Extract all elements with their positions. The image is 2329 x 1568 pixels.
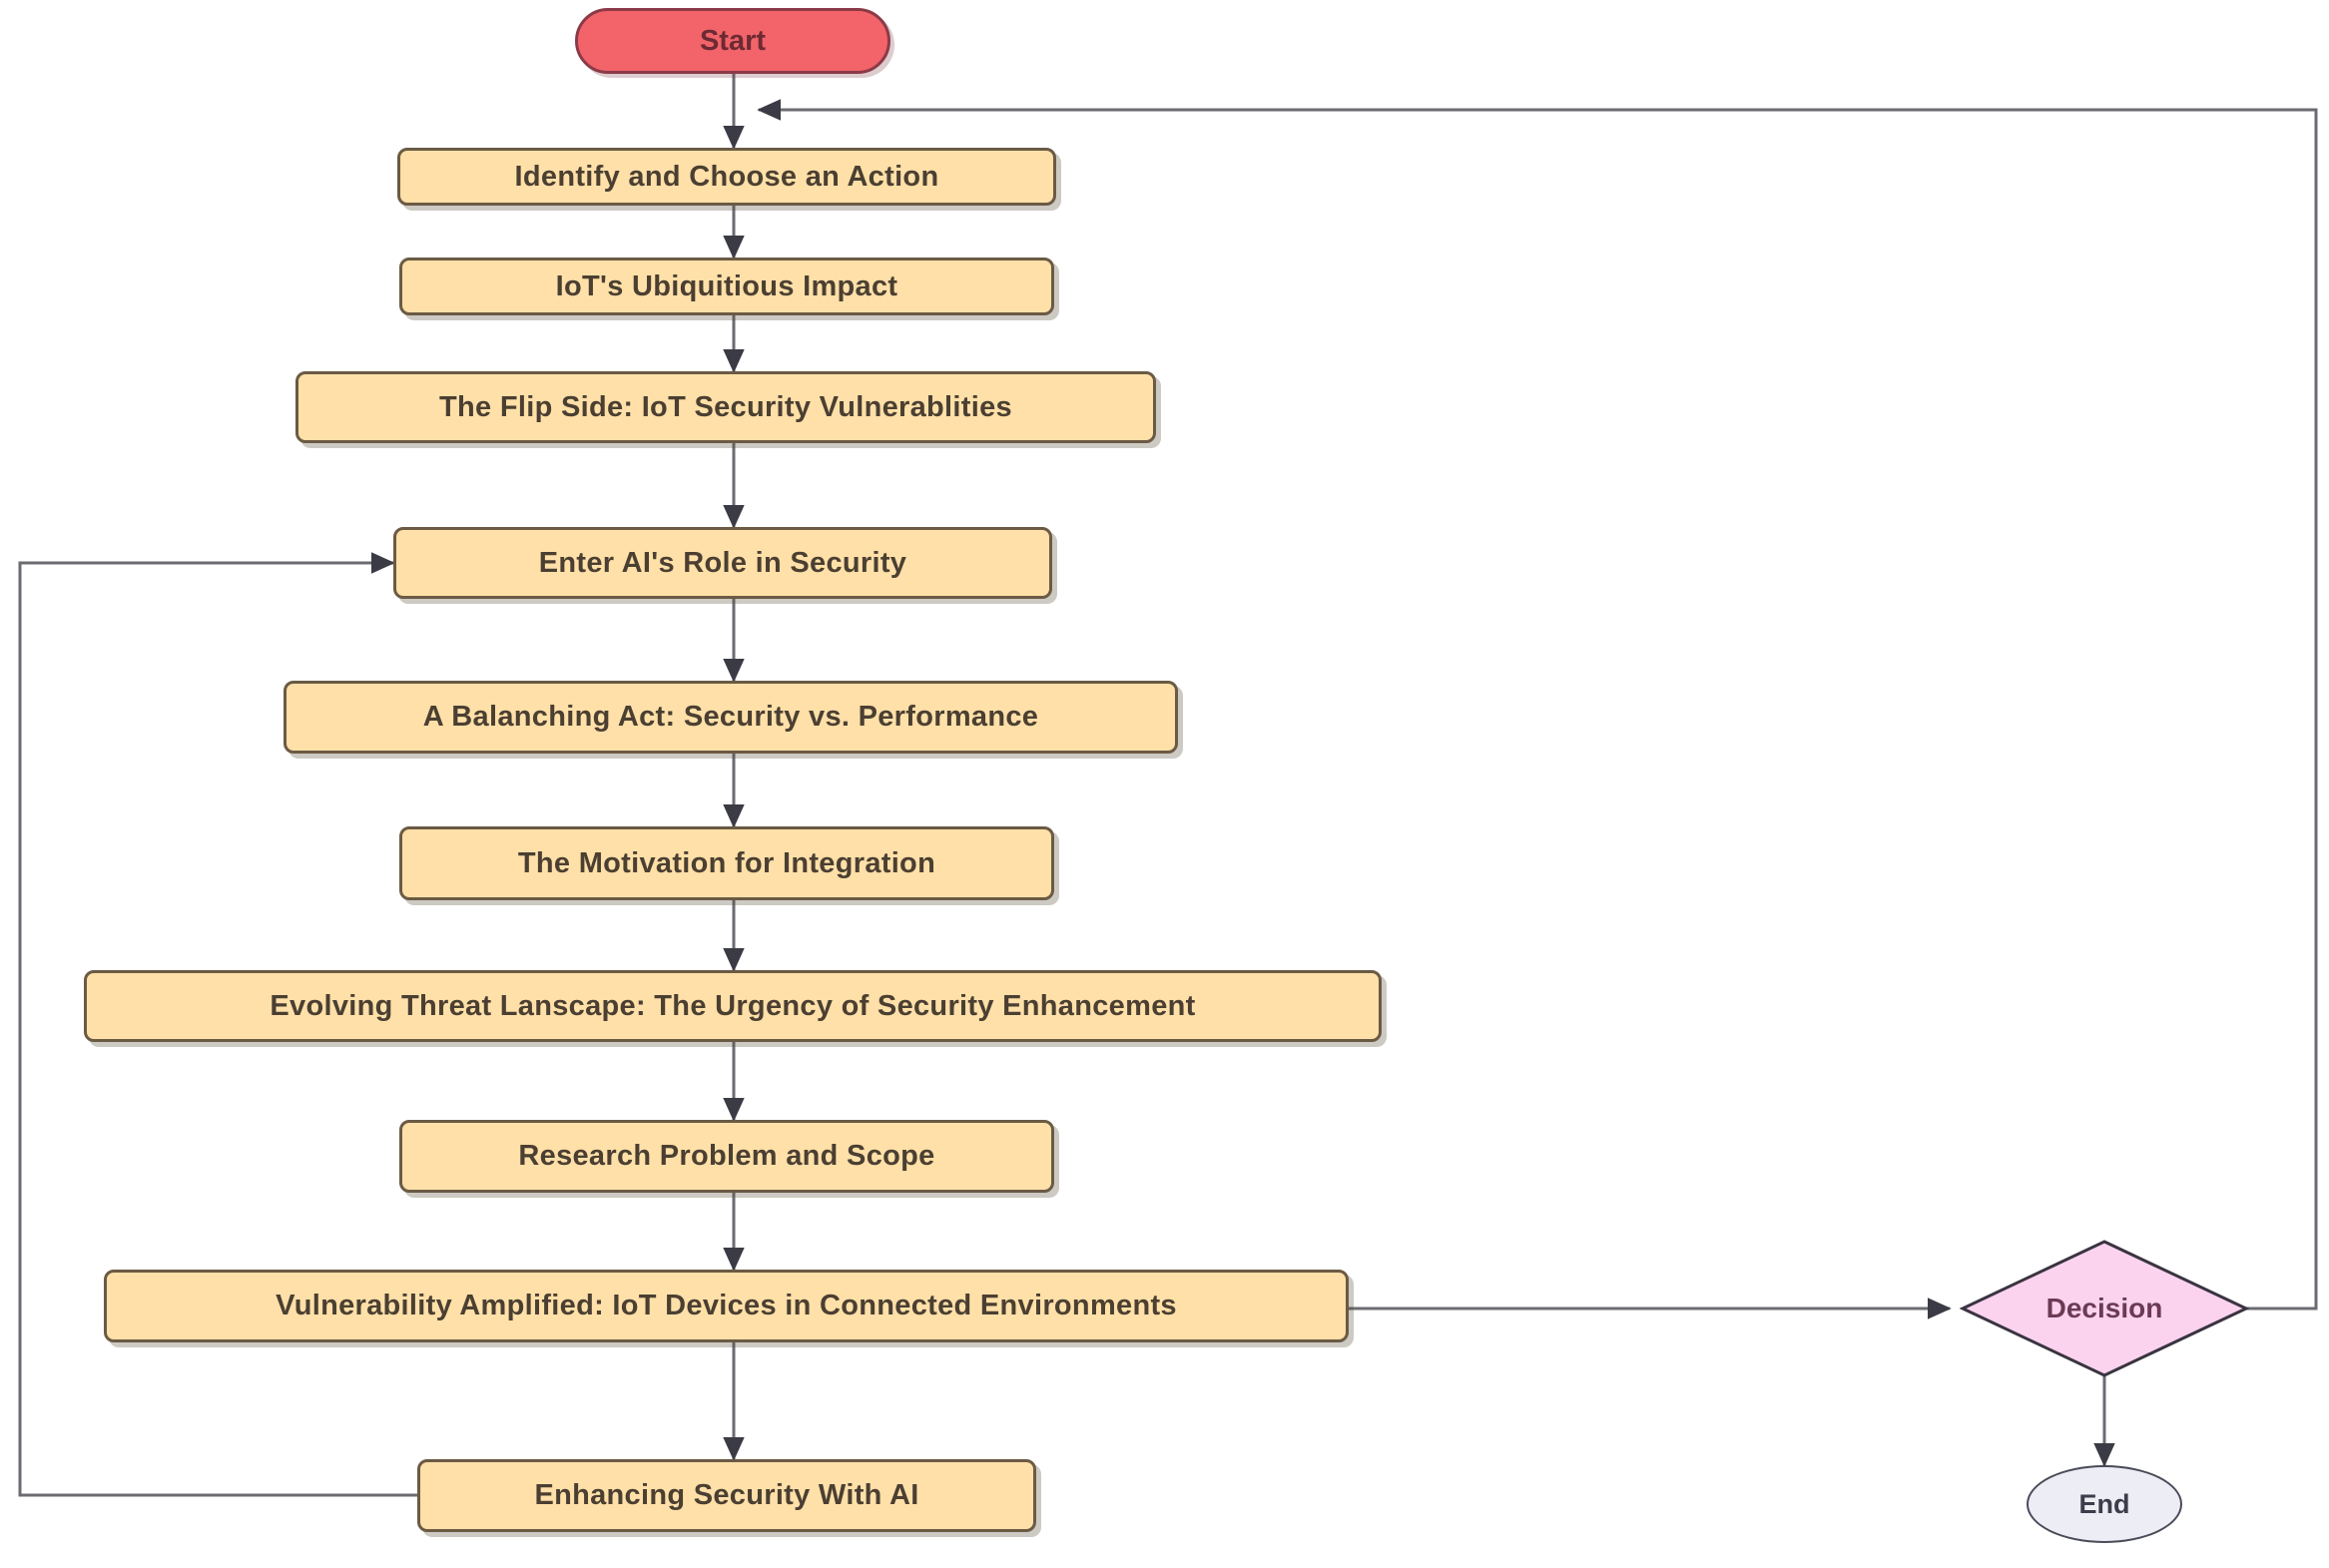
node-end-label: End	[2078, 1488, 2130, 1519]
node-decision-label: Decision	[2045, 1293, 2163, 1323]
node-motivation-for-integration[interactable]: The Motivation for Integration	[399, 826, 1054, 900]
node-balanching-act-security-vs-performance[interactable]: A Balanching Act: Security vs. Performan…	[284, 681, 1178, 754]
node-enhancing-security-with-ai[interactable]: Enhancing Security With AI	[417, 1459, 1036, 1532]
node-step1-label: Identify and Choose an Action	[514, 160, 939, 193]
node-flip-side-iot-security-vulnerablities[interactable]: The Flip Side: IoT Security Vulnerabliti…	[295, 371, 1156, 443]
node-end[interactable]: End	[2027, 1465, 2182, 1543]
node-enter-ai-role-in-security[interactable]: Enter AI's Role in Security	[393, 527, 1052, 599]
node-research-problem-and-scope[interactable]: Research Problem and Scope	[399, 1120, 1054, 1193]
node-step7-label: Evolving Threat Lanscape: The Urgency of…	[270, 989, 1196, 1022]
node-step5-label: A Balanching Act: Security vs. Performan…	[422, 701, 1039, 733]
node-iot-ubiquitious-impact[interactable]: IoT's Ubiquitious Impact	[399, 258, 1054, 315]
node-identify-and-choose-an-action[interactable]: Identify and Choose an Action	[397, 148, 1056, 206]
node-step10-label: Enhancing Security With AI	[534, 1479, 919, 1511]
node-start[interactable]: Start	[575, 8, 890, 74]
node-step4-label: Enter AI's Role in Security	[538, 546, 907, 579]
node-start-label: Start	[699, 24, 767, 57]
node-vulnerability-amplified-iot-devices[interactable]: Vulnerability Amplified: IoT Devices in …	[104, 1270, 1349, 1342]
node-step3-label: The Flip Side: IoT Security Vulnerabliti…	[439, 390, 1012, 423]
node-step8-label: Research Problem and Scope	[518, 1140, 935, 1172]
node-step2-label: IoT's Ubiquitious Impact	[555, 269, 898, 302]
node-evolving-threat-lanscape[interactable]: Evolving Threat Lanscape: The Urgency of…	[84, 970, 1382, 1042]
node-step6-label: The Motivation for Integration	[517, 846, 936, 879]
node-step9-label: Vulnerability Amplified: IoT Devices in …	[276, 1290, 1177, 1321]
node-decision[interactable]: Decision	[1960, 1239, 2249, 1378]
diamond-icon	[1960, 1240, 2249, 1377]
